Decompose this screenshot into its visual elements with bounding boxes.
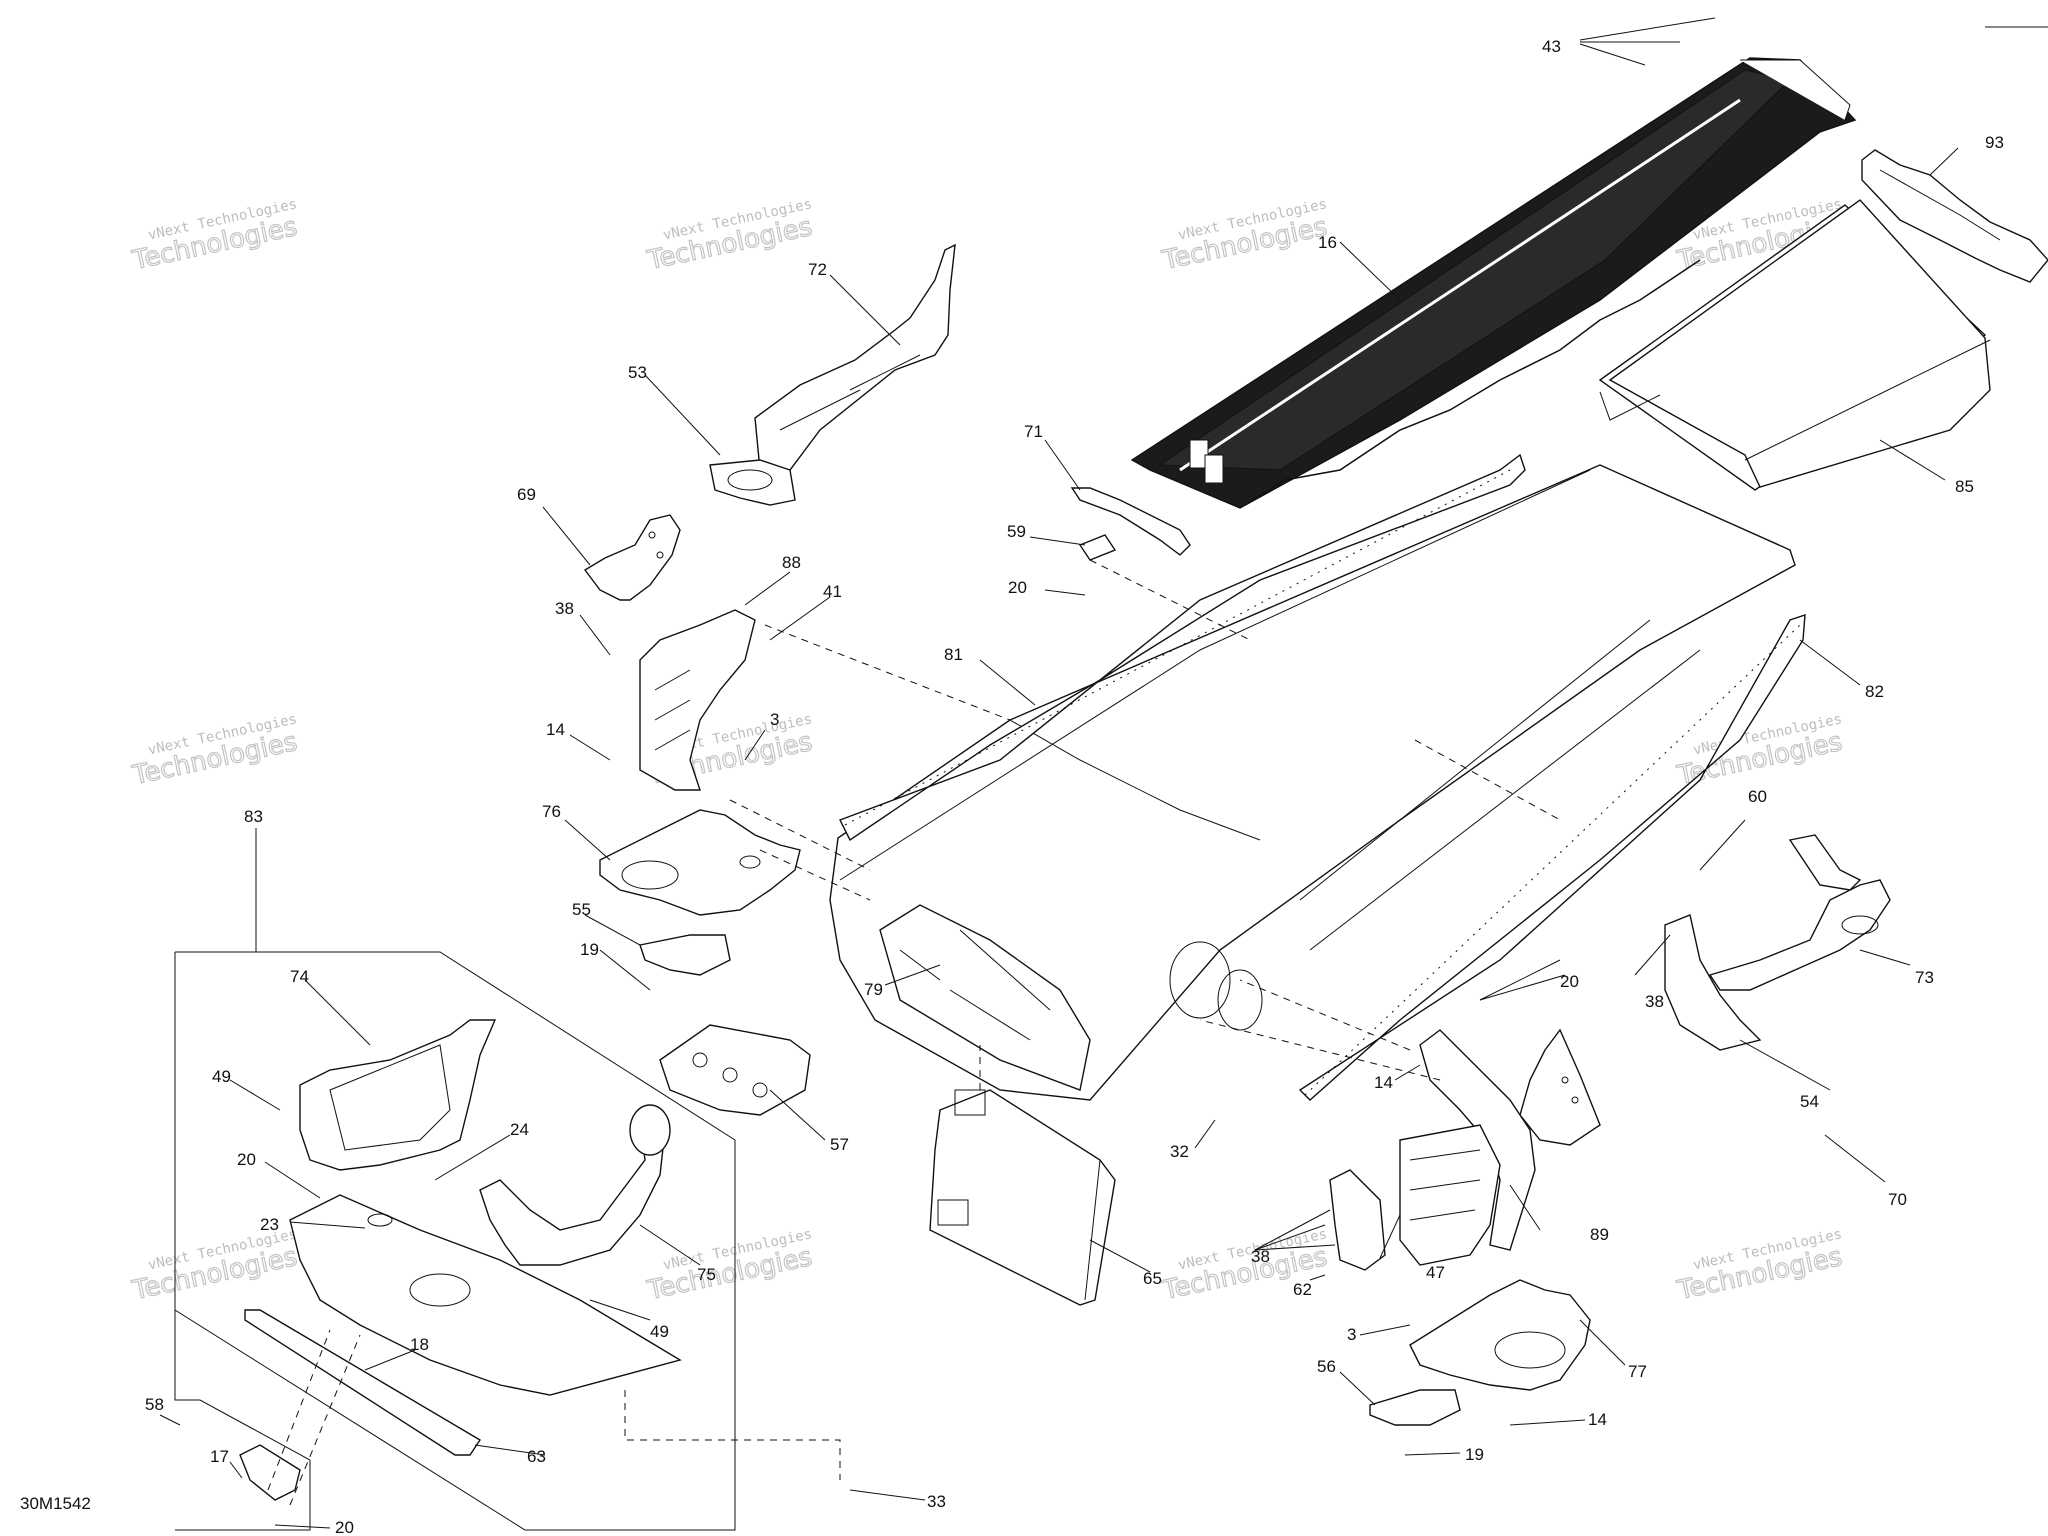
callout-77: 77 bbox=[1628, 1362, 1647, 1381]
callout-33: 33 bbox=[927, 1492, 946, 1511]
callout-14-c: 14 bbox=[1588, 1410, 1607, 1429]
callout-41: 41 bbox=[823, 582, 842, 601]
callout-38-b: 38 bbox=[1645, 992, 1664, 1011]
part-53-bracket bbox=[709, 459, 796, 506]
callout-75: 75 bbox=[697, 1265, 716, 1284]
callout-55: 55 bbox=[572, 900, 591, 919]
callout-79: 79 bbox=[864, 980, 883, 999]
part-71-rod bbox=[1070, 487, 1191, 556]
callout-83: 83 bbox=[244, 807, 263, 826]
part-81-rail bbox=[839, 453, 1526, 842]
callout-56: 56 bbox=[1317, 1357, 1336, 1376]
callout-17: 17 bbox=[210, 1447, 229, 1466]
part-72-bracket bbox=[754, 243, 956, 492]
part-62-bracket bbox=[1329, 1169, 1386, 1271]
callout-43: 43 bbox=[1542, 37, 1561, 56]
callout-59: 59 bbox=[1007, 522, 1026, 541]
callout-38-c: 38 bbox=[1251, 1247, 1270, 1266]
callout-53: 53 bbox=[628, 363, 647, 382]
callout-3-b: 3 bbox=[1347, 1325, 1356, 1344]
callout-3-a: 3 bbox=[770, 710, 779, 729]
callout-74: 74 bbox=[290, 967, 309, 986]
callout-72: 72 bbox=[808, 260, 827, 279]
part-82-rail bbox=[1298, 614, 1806, 1101]
assembly-58-frame bbox=[174, 1310, 311, 1531]
part-59-bracket bbox=[1078, 534, 1117, 561]
callout-54: 54 bbox=[1800, 1092, 1819, 1111]
part-57-plate bbox=[659, 1024, 811, 1116]
callout-38-a: 38 bbox=[555, 599, 574, 618]
callout-24: 24 bbox=[510, 1120, 529, 1139]
callout-19-b: 19 bbox=[1465, 1445, 1484, 1464]
part-23-plate bbox=[289, 1194, 682, 1396]
callout-62: 62 bbox=[1293, 1280, 1312, 1299]
callout-82: 82 bbox=[1865, 682, 1884, 701]
callout-65: 65 bbox=[1143, 1269, 1162, 1288]
callout-47: 47 bbox=[1426, 1263, 1445, 1282]
callout-69: 69 bbox=[517, 485, 536, 504]
callout-20-b: 20 bbox=[1560, 972, 1579, 991]
callout-14-a: 14 bbox=[546, 720, 565, 739]
part-70-bracket bbox=[1519, 1028, 1601, 1146]
diagram-code: 30M1542 bbox=[20, 1494, 91, 1513]
part-76-housing bbox=[599, 809, 801, 916]
assembly-guide-lines bbox=[267, 559, 1561, 1506]
part-73-bracket bbox=[1708, 834, 1891, 991]
part-47-bracket bbox=[1399, 1124, 1501, 1266]
callout-71: 71 bbox=[1024, 422, 1043, 441]
callout-20-c: 20 bbox=[237, 1150, 256, 1169]
callout-89: 89 bbox=[1590, 1225, 1609, 1244]
callout-73: 73 bbox=[1915, 968, 1934, 987]
part-55-step bbox=[639, 934, 731, 976]
part-63-bar bbox=[244, 1309, 481, 1456]
part-65-heat-exchanger bbox=[929, 1089, 1116, 1306]
callout-20-d: 20 bbox=[335, 1518, 354, 1536]
callout-85: 85 bbox=[1955, 477, 1974, 496]
callout-57: 57 bbox=[830, 1135, 849, 1154]
leader-lines bbox=[159, 17, 1959, 1529]
callout-20-a: 20 bbox=[1008, 578, 1027, 597]
callout-14-b: 14 bbox=[1374, 1073, 1393, 1092]
callout-18: 18 bbox=[410, 1335, 429, 1354]
callout-63: 63 bbox=[527, 1447, 546, 1466]
part-77-housing bbox=[1409, 1279, 1591, 1391]
callout-labels: 43 16 93 72 53 85 71 69 59 88 41 20 38 8… bbox=[145, 37, 2004, 1536]
part-75-frame bbox=[479, 1104, 671, 1266]
part-93-bracket bbox=[1861, 149, 2048, 283]
callout-19-a: 19 bbox=[580, 940, 599, 959]
part-56-step bbox=[1369, 1389, 1461, 1426]
part-16-tunnel-cover bbox=[1130, 57, 1857, 509]
part-69-bracket bbox=[583, 514, 681, 601]
callout-49-a: 49 bbox=[212, 1067, 231, 1086]
callout-23: 23 bbox=[260, 1215, 279, 1234]
part-89-bracket bbox=[1419, 1029, 1536, 1251]
part-85-flap bbox=[1598, 199, 1991, 491]
part-79-tunnel bbox=[829, 464, 1796, 1101]
callout-70: 70 bbox=[1888, 1190, 1907, 1209]
callout-49-b: 49 bbox=[650, 1322, 669, 1341]
callout-88: 88 bbox=[782, 553, 801, 572]
callout-16: 16 bbox=[1318, 233, 1337, 252]
callout-58: 58 bbox=[145, 1395, 164, 1414]
callout-32: 32 bbox=[1170, 1142, 1189, 1161]
part-88-bracket bbox=[639, 609, 756, 791]
callout-76: 76 bbox=[542, 802, 561, 821]
part-54-bracket bbox=[1664, 914, 1762, 1051]
callout-81: 81 bbox=[944, 645, 963, 664]
callout-60: 60 bbox=[1748, 787, 1767, 806]
callout-93: 93 bbox=[1985, 133, 2004, 152]
part-74-frame bbox=[299, 1019, 497, 1171]
